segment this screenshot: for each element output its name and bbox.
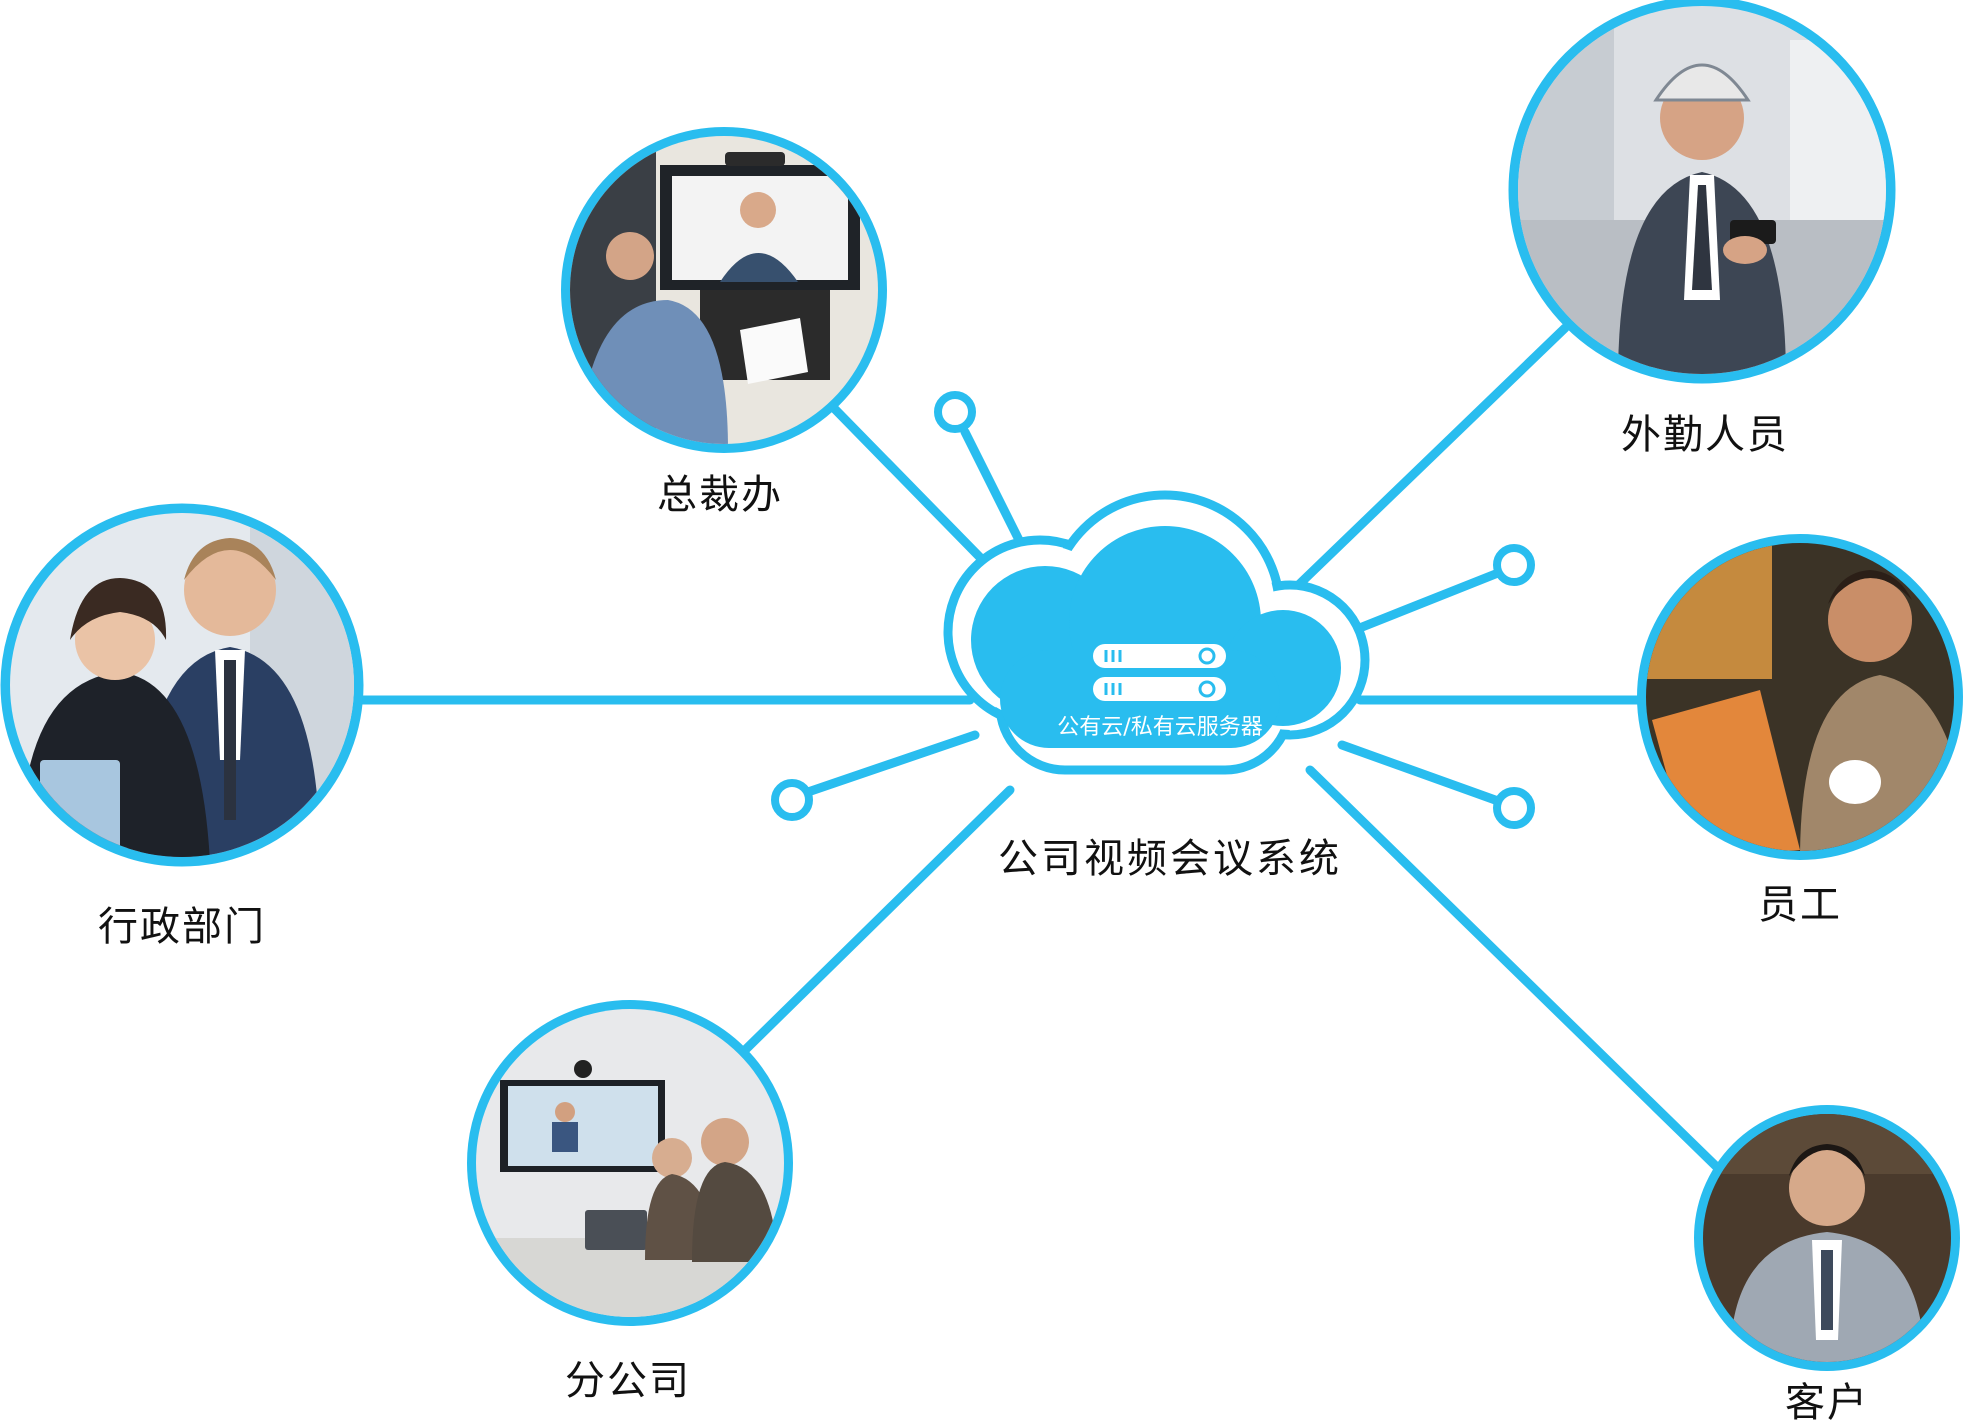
- node-field-staff: 外勤人员: [1508, 0, 1896, 458]
- node-president-office: 总裁办: [561, 127, 887, 518]
- spoke-bottom-left: [803, 730, 980, 797]
- node-label-employee: 员工: [1758, 882, 1842, 928]
- connector-lines: [355, 323, 1730, 1180]
- node-branch-office: 分公司: [467, 1000, 793, 1404]
- node-employee: 员工: [1637, 534, 1963, 928]
- node-label-customer: 客户: [1785, 1380, 1869, 1426]
- connector-president-office: [821, 395, 1015, 593]
- spoke-endpoints: [771, 391, 1535, 829]
- meeting-room-photo-icon: [476, 1009, 784, 1317]
- endpoint-ring-icon: [771, 779, 813, 821]
- node-customer: 客户: [1694, 1105, 1960, 1426]
- endpoint-ring-icon: [1493, 544, 1535, 586]
- server-label: 公有云/私有云服务器: [1057, 715, 1262, 740]
- endpoint-ring-icon: [934, 391, 976, 433]
- node-label-administration: 行政部门: [98, 904, 266, 950]
- spoke-top-right: [1337, 568, 1503, 640]
- spoke-bottom-right: [1337, 740, 1503, 806]
- video-call-photo-icon: [570, 136, 878, 444]
- node-label-branch-office: 分公司: [565, 1358, 691, 1404]
- cloud-server-icon: 公有云/私有云服务器: [943, 490, 1370, 775]
- connector-field-staff: [1280, 323, 1570, 603]
- mobile-worker-photo-icon: [1518, 6, 1886, 374]
- connector-branch-office: [735, 785, 1015, 1060]
- system-label: 公司视频会议系统: [998, 836, 1342, 882]
- server-rack-icon: [1093, 644, 1226, 701]
- client-photo-icon: [1703, 1114, 1951, 1362]
- connector-customer: [1305, 765, 1730, 1180]
- node-administration: 行政部门: [0, 503, 364, 950]
- node-label-field-staff: 外勤人员: [1621, 412, 1789, 458]
- endpoint-ring-icon: [1493, 787, 1535, 829]
- node-label-president-office: 总裁办: [657, 472, 783, 518]
